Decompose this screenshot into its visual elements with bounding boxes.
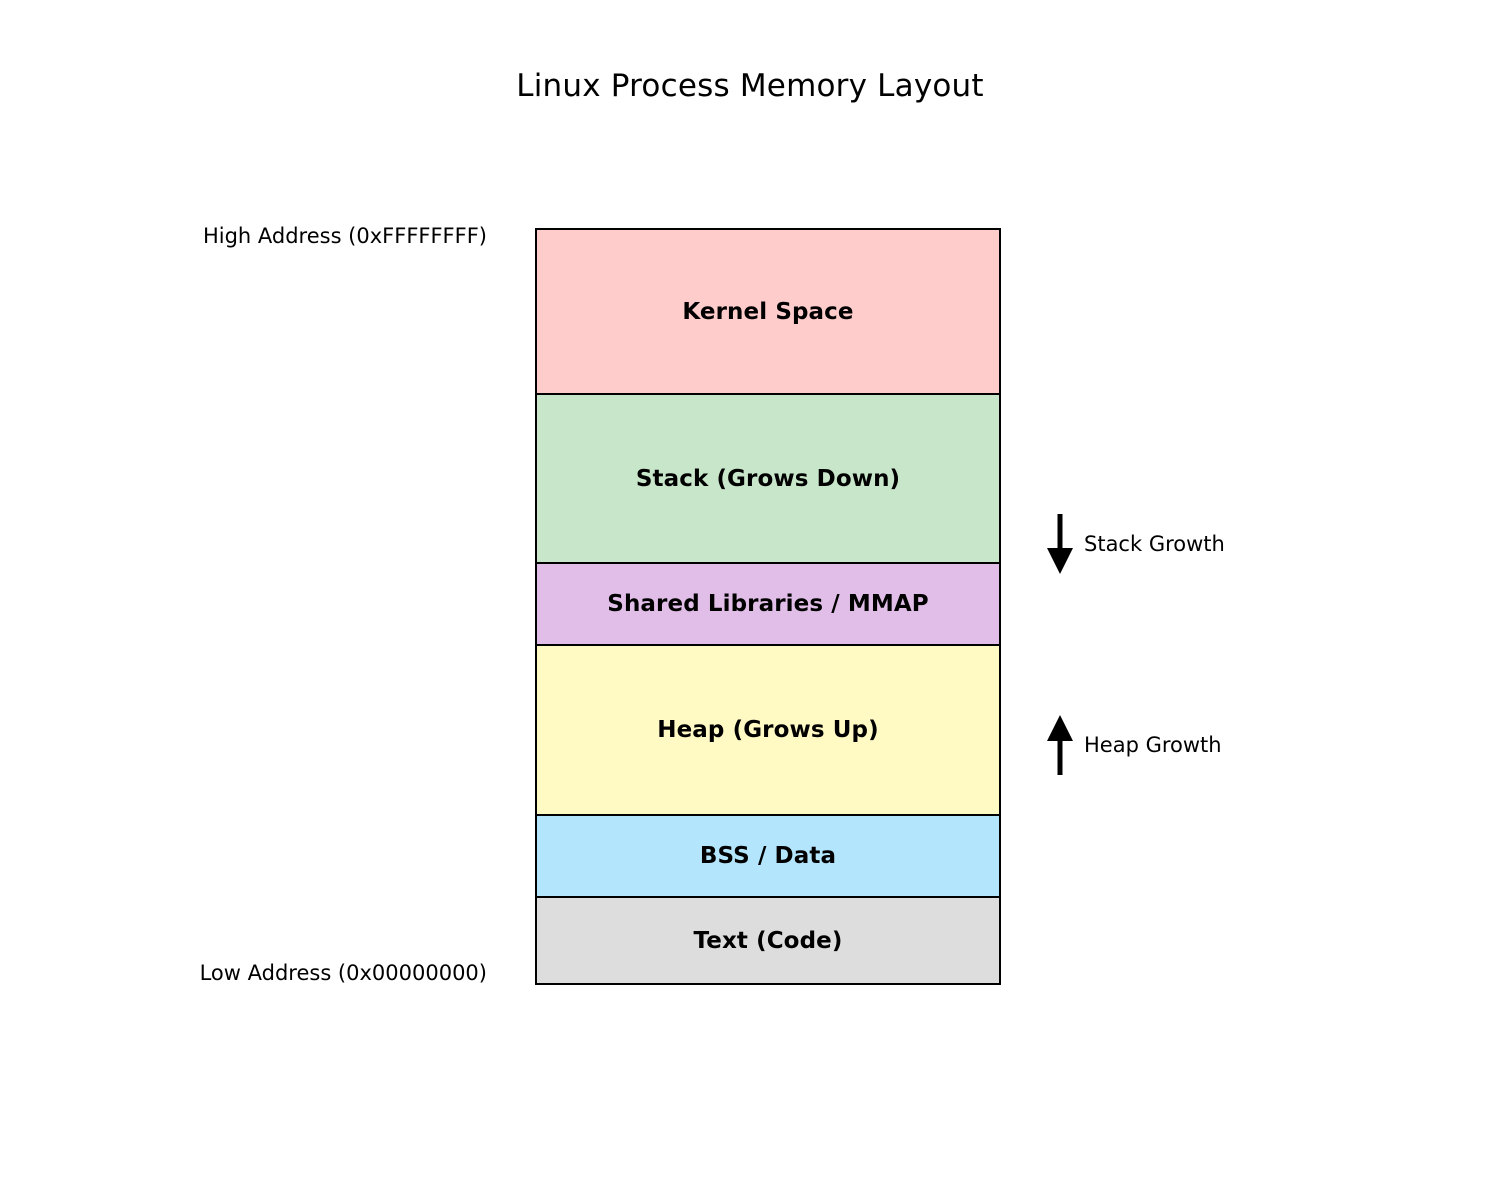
arrow-up-icon xyxy=(1047,715,1073,775)
heap-growth-label: Heap Growth xyxy=(1084,733,1222,757)
page-title: Linux Process Memory Layout xyxy=(516,68,984,104)
heap-growth-annotation: Heap Growth xyxy=(1038,713,1222,777)
memory-block-text-code[interactable]: Text (Code) xyxy=(535,896,1001,985)
high-address-label: High Address (0xFFFFFFFF) xyxy=(202,224,487,248)
memory-block-label: Kernel Space xyxy=(682,298,854,325)
memory-block-bss-data[interactable]: BSS / Data xyxy=(535,814,1001,898)
low-address-label: Low Address (0x00000000) xyxy=(199,961,487,985)
memory-block-heap[interactable]: Heap (Grows Up) xyxy=(535,644,1001,816)
arrow-down-icon xyxy=(1047,514,1073,574)
memory-block-label: Stack (Grows Down) xyxy=(635,465,901,492)
memory-block-label: Heap (Grows Up) xyxy=(657,717,879,743)
memory-block-label: BSS / Data xyxy=(699,843,837,869)
memory-block-label: Shared Libraries / MMAP xyxy=(607,591,929,617)
memory-block-stack[interactable]: Stack (Grows Down) xyxy=(535,393,1001,564)
stack-growth-label: Stack Growth xyxy=(1084,532,1225,556)
memory-block-kernel-space[interactable]: Kernel Space xyxy=(535,228,1001,395)
stack-growth-annotation: Stack Growth xyxy=(1038,512,1225,576)
memory-layout-stack: Kernel Space Stack (Grows Down) Shared L… xyxy=(535,228,1001,985)
memory-block-label: Text (Code) xyxy=(693,927,843,954)
memory-block-shared-libraries[interactable]: Shared Libraries / MMAP xyxy=(535,562,1001,646)
